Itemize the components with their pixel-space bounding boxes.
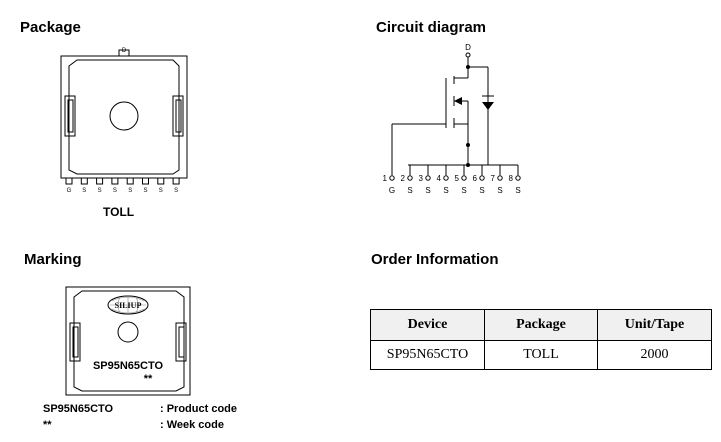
circuit-pin-number: 7 [491,174,496,183]
package-pad [68,59,180,175]
circuit-pin-number: 1 [383,174,388,183]
legend-week-code: ** [43,419,52,431]
circuit-pin-number: 5 [455,174,460,183]
legend-week-desc: : Week code [160,419,224,431]
cell-unit-tape: 2000 [597,340,712,370]
marking-body [65,286,191,396]
package-pin-label: S [143,188,147,194]
circuit-pin-name: S [407,186,412,195]
table-row: SP95N65CTO TOLL 2000 [370,340,712,370]
order-table: Device Package Unit/Tape SP95N65CTO TOLL… [370,309,712,370]
package-pin-label: S [128,188,132,194]
marking-right-notch [175,322,187,362]
header-package: Package [484,309,598,341]
circuit-pin-name: S [479,186,484,195]
circuit-pin [407,175,413,181]
circuit-pin-name: S [443,186,448,195]
package-pin-label: S [82,188,86,194]
marking-device-code: SP95N65CTO [93,360,164,372]
legend-product-desc: : Product code [160,403,238,415]
circuit-pin-number: 3 [419,174,424,183]
header-device: Device [370,309,485,341]
circuit-pin-number: 6 [473,174,478,183]
package-pin [126,177,134,185]
circuit-pin [479,175,485,181]
circuit-pin [515,175,521,181]
circuit-pin [461,175,467,181]
package-pin-label: S [98,188,102,194]
circuit-drain-label: D [465,43,471,52]
package-pin [65,177,73,185]
marking-left-notch [69,322,81,362]
package-pin-label: S [174,188,178,194]
package-pin [157,177,165,185]
package-pin [142,177,149,185]
right-notch [172,95,184,137]
marking-week-code: ** [144,373,153,385]
circuit-pin-name: S [515,186,520,195]
package-center-circle [109,101,139,131]
package-pin-label: S [159,188,163,194]
circuit-diagram-heading: Circuit diagram [376,19,487,36]
package-pin [111,177,119,185]
cell-device: SP95N65CTO [370,340,485,370]
legend-product-code: SP95N65CTO [43,403,114,415]
package-body [60,55,188,179]
circuit-pin-number: 2 [401,174,406,183]
package-heading: Package [20,19,81,36]
circuit-pin [389,175,395,181]
circuit-pin [443,175,449,181]
marking-center-circle [117,321,139,343]
package-drawing: D G S S S S S S S [60,48,188,194]
package-pin [80,177,88,185]
cell-package: TOLL [484,340,598,370]
package-pin-label: G [67,188,72,194]
circuit-pin-name: S [425,186,430,195]
package-pin-label: S [113,188,117,194]
circuit-pin-name: S [461,186,466,195]
circuit-pin-number: 4 [437,174,442,183]
package-drain-label: D [122,48,127,54]
marking-drawing: SILIUP SP95N65CTO ** [65,286,191,396]
package-name: TOLL [103,205,135,219]
circuit-pin-number: 8 [509,174,514,183]
circuit-pin-name: S [497,186,502,195]
order-information-heading: Order Information [371,251,499,268]
package-pin [172,177,180,185]
circuit-pin [497,175,503,181]
left-notch [64,95,76,137]
marking-heading: Marking [24,251,82,268]
circuit-pin [425,175,431,181]
header-unit-tape: Unit/Tape [597,309,712,341]
package-pin [96,177,104,185]
logo: SILIUP [115,301,142,310]
circuit-pin-name: G [389,186,395,195]
order-table-header: Device Package Unit/Tape [370,309,712,341]
